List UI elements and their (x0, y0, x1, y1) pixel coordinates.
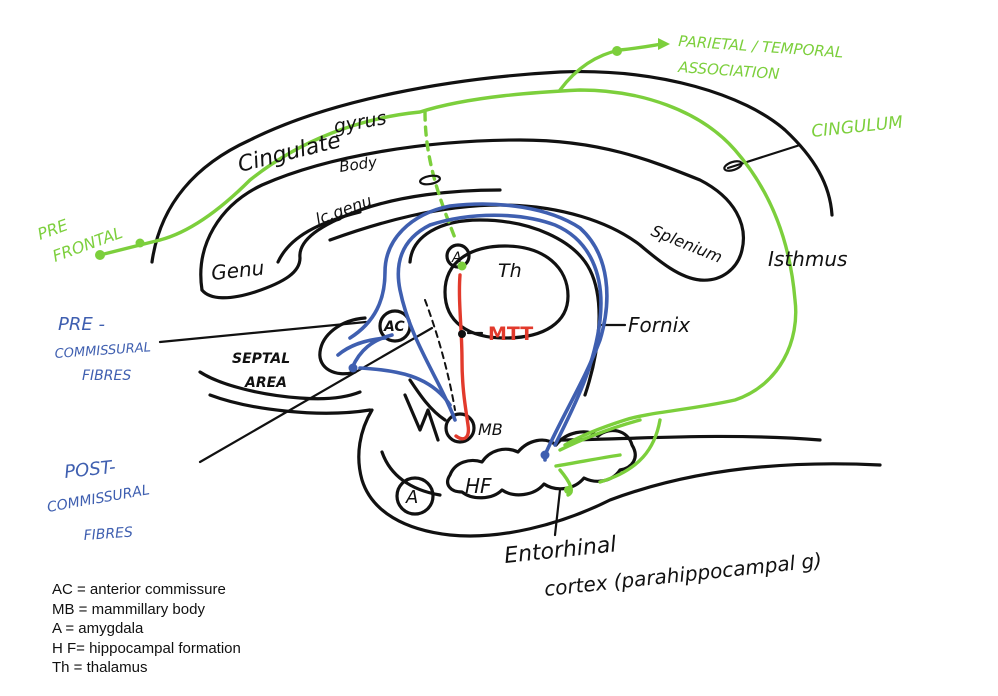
label-mtt: MTT (488, 323, 533, 345)
postcommissural-fibres (358, 366, 452, 407)
label-cingulate-gyrus-1: Cingulate (235, 128, 343, 178)
label-postcomm-2: COMMISSURAL (46, 482, 151, 516)
corpus-callosum-lower-outline (276, 210, 362, 264)
amygdala-outline (395, 476, 435, 516)
label-fornix: Fornix (628, 313, 690, 337)
mammillothalamic-tract (454, 273, 471, 441)
label-cingulum: CINGULUM (810, 112, 904, 142)
basal-forebrain-outline (198, 370, 362, 401)
precommissural-fibres (336, 333, 394, 370)
label-precomm-2: COMMISSURAL (54, 340, 151, 362)
cingulum-vertical-descent (423, 110, 457, 240)
leader-cingulum (726, 143, 802, 170)
parietal-node (612, 46, 622, 56)
legend-item-a: A = amygdala (52, 620, 144, 637)
precommissural-node (348, 363, 358, 373)
cingulum-marker (723, 160, 743, 172)
green-hippocampal-connections (554, 418, 642, 497)
label-cingulate-gyrus-2: gyrus (332, 107, 388, 138)
label-body: Body (338, 153, 379, 176)
label-septal-area-2: AREA (244, 375, 287, 391)
label-small-amygdala: A (451, 250, 462, 266)
cingulum-top-node (457, 261, 467, 271)
septal-lobule-outline (318, 316, 367, 376)
label-thalamus: Th (498, 260, 522, 282)
genu-outline (200, 188, 502, 300)
hypothalamus-spikes (403, 393, 440, 442)
hippocampal-formation-outline (446, 428, 637, 500)
mtt-node (458, 330, 466, 338)
body-marker (419, 174, 441, 186)
label-mb: MB (478, 420, 503, 439)
hypothalamus-outline (357, 408, 882, 538)
parietal-branch (558, 42, 664, 92)
label-isthmus: Isthmus (768, 247, 847, 271)
prefrontal-node (135, 238, 145, 248)
label-parietal-2: ASSOCIATION (677, 58, 780, 83)
prefrontal-arrow (98, 238, 162, 257)
fornix-column-dashed (424, 299, 456, 411)
fornix-path-inner (396, 213, 603, 447)
leader-postcommissural (198, 326, 434, 464)
hippocampal-green-node (564, 486, 572, 494)
label-entorhinal-1: Entorhinal (503, 532, 618, 569)
label-postcomm-3: FIBRES (83, 525, 133, 544)
mammillary-body-outline (444, 412, 476, 444)
parahippocampal-branch (598, 418, 662, 484)
prefrontal-arrowhead-dot (95, 250, 105, 260)
lamina-terminalis-outline (408, 378, 447, 422)
label-postcomm-1: POST- (63, 457, 116, 483)
legend-item-th: Th = thalamus (52, 659, 148, 676)
leader-precommissural (158, 320, 368, 344)
label-hf: HF (465, 474, 492, 498)
leader-entorhinal (553, 488, 562, 537)
label-lc-genu: lc.genu (313, 191, 375, 229)
legend-item-mb: MB = mammillary body (52, 600, 205, 618)
legend-item-ac: AC = anterior commissure (52, 581, 226, 598)
label-parietal-1: PARIETAL / TEMPORAL (678, 32, 844, 61)
corpus-callosum-upper-outline (199, 138, 745, 292)
legend-item-hf: H F= hippocampal formation (52, 639, 241, 657)
parietal-arrowhead (658, 38, 670, 50)
label-precomm-1: PRE - (58, 314, 105, 335)
cingulum-path (158, 88, 798, 447)
label-precomm-3: FIBRES (82, 368, 131, 384)
splenium-outline (328, 203, 702, 282)
label-septal-area-1: SEPTAL (232, 351, 290, 367)
abbreviation-legend: AC = anterior commissure MB = mammillary… (52, 580, 352, 678)
label-ac: AC (383, 319, 405, 335)
label-genu: Genu (210, 256, 265, 285)
label-prefrontal-1: PRE (35, 215, 71, 244)
label-amygdala: A (405, 487, 418, 508)
outer-cortex-outline (150, 70, 834, 264)
fornix-hippocampal-node (540, 450, 550, 460)
